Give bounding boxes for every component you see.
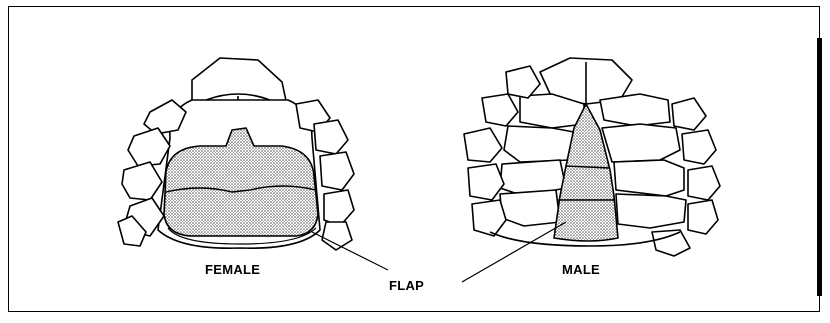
female-leg-base-left-3	[122, 162, 162, 200]
male-leg-base-left-4	[468, 164, 504, 200]
label-female: FEMALE	[205, 262, 260, 277]
male-leg-base-left-3	[464, 128, 502, 162]
male-plate-right-4	[616, 194, 686, 228]
male-leg-base-right-3	[688, 166, 720, 200]
male-crab	[464, 58, 720, 256]
female-leg-base-right-5	[322, 222, 352, 250]
male-plate-right-2	[602, 124, 680, 162]
male-leg-base-left-1	[506, 66, 540, 98]
male-leg-base-right-4	[688, 200, 718, 234]
male-leg-base-left-2	[482, 94, 518, 126]
female-leg-base-left-2	[128, 128, 170, 166]
female-leg-base-right-4	[324, 190, 354, 226]
male-leg-base-right-5	[652, 230, 690, 256]
female-crab	[118, 58, 354, 250]
male-plate-left-4	[500, 190, 560, 226]
male-plate-right-3	[614, 160, 684, 196]
male-leg-base-right-1	[672, 98, 706, 130]
male-plate-right-1	[600, 94, 670, 126]
male-leg-base-left-5	[472, 200, 506, 236]
male-leg-base-right-2	[682, 130, 716, 164]
male-plate-left-2	[504, 126, 574, 162]
female-leg-base-right-2	[314, 120, 348, 154]
label-flap: FLAP	[389, 278, 424, 293]
female-leg-base-right-3	[320, 152, 354, 190]
label-male: MALE	[562, 262, 600, 277]
